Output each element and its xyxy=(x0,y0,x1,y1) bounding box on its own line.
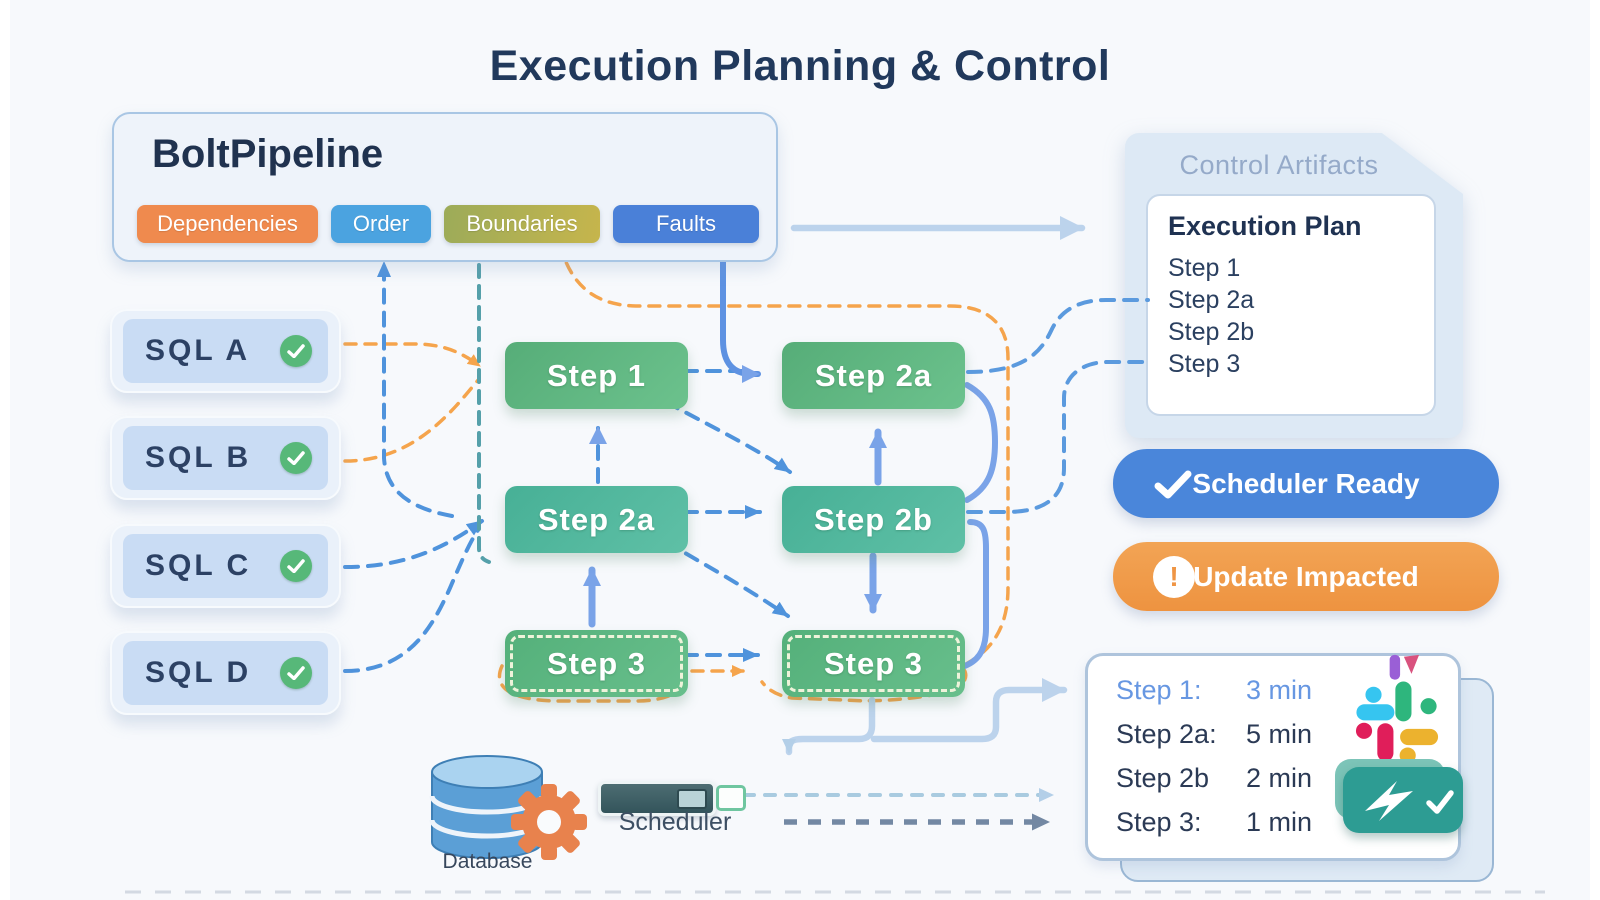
sql-card-a: SQL A xyxy=(110,309,341,393)
arrow-step2a-diag-step3 xyxy=(664,540,790,618)
arrow-sqla-to-step1 xyxy=(343,342,482,368)
scheduler-label: Scheduler xyxy=(618,808,732,836)
sql-b-label: SQL B xyxy=(145,441,252,474)
timing-row-step1: Step 1: 3 min xyxy=(1116,668,1312,712)
check-icon xyxy=(280,657,312,689)
tag-dependencies[interactable]: Dependencies xyxy=(137,205,318,243)
plan-item-step1: Step 1 xyxy=(1168,254,1241,282)
flow-step3-down-left xyxy=(782,696,876,756)
arrow-sqlb-join xyxy=(343,377,481,463)
database-label: Database xyxy=(442,850,533,873)
sql-card-d: SQL D xyxy=(110,631,341,715)
arrow-sqlc-to-step2a xyxy=(343,519,484,569)
tag-order[interactable]: Order xyxy=(331,205,431,243)
plan-item-step2b: Step 2b xyxy=(1168,318,1255,346)
check-icon xyxy=(280,550,312,582)
step-node-2a-mid: Step 2a xyxy=(505,486,688,553)
sql-card-c-inner: SQL C xyxy=(123,534,328,598)
arrow-sqld-join xyxy=(343,528,480,673)
right-edge-strip xyxy=(1590,0,1600,900)
arrow-faults-to-step2a xyxy=(720,241,761,383)
execution-plan-title: Execution Plan xyxy=(1168,211,1362,241)
timing-duration: 2 min xyxy=(1246,762,1313,793)
sql-card-d-inner: SQL D xyxy=(123,641,328,705)
arrow-boundaries-down xyxy=(477,242,491,564)
step-node-3-right: Step 3 xyxy=(782,630,965,697)
sql-c-label: SQL C xyxy=(145,549,252,582)
step-node-3-left: Step 3 xyxy=(505,630,688,697)
plan-item-step3: Step 3 xyxy=(1168,350,1241,378)
arrow-up-to-order-tag xyxy=(377,260,454,518)
boltpipeline-title: BoltPipeline xyxy=(152,132,384,176)
database-icon xyxy=(429,755,545,859)
timing-duration: 5 min xyxy=(1246,718,1313,749)
exclamation-icon: ! xyxy=(1153,555,1195,598)
timing-step-label: Step 1: xyxy=(1116,674,1202,705)
flow-step3-to-timing xyxy=(870,678,1068,743)
automation-check-badge-icon xyxy=(1335,759,1463,833)
timing-step-label: Step 2a: xyxy=(1116,718,1217,749)
left-edge-strip xyxy=(0,0,10,900)
sql-card-b: SQL B xyxy=(110,416,341,500)
arrow-step1-diag-step2b xyxy=(664,400,792,474)
sql-card-b-inner: SQL B xyxy=(123,426,328,490)
step-node-2b: Step 2b xyxy=(782,486,965,553)
scheduler-ready-label: Scheduler Ready xyxy=(1192,467,1420,499)
check-icon xyxy=(280,442,312,474)
loop-step2a-step2b-right xyxy=(964,382,999,503)
update-impacted-label: Update Impacted xyxy=(1193,560,1419,592)
scheduler-outlet-icon xyxy=(716,785,746,811)
timing-row-step3: Step 3: 1 min xyxy=(1116,800,1312,844)
control-artifacts-panel: Control Artifacts Execution Plan Step 1 … xyxy=(1125,133,1463,438)
plan-item-step2a: Step 2a xyxy=(1168,286,1255,314)
scheduler-bar-indicator xyxy=(677,789,707,809)
timing-duration: 1 min xyxy=(1246,806,1313,837)
page-title: Execution Planning & Control xyxy=(489,42,1111,90)
sql-d-label: SQL D xyxy=(145,656,252,689)
execution-plan-card: Execution Plan Step 1 Step 2a Step 2b St… xyxy=(1146,194,1436,416)
check-icon xyxy=(280,335,312,367)
update-impacted-button[interactable]: ! Update Impacted xyxy=(1113,542,1499,611)
check-icon xyxy=(1153,469,1193,499)
step-node-2a-top: Step 2a xyxy=(782,342,965,409)
badge-front-layer xyxy=(1343,767,1463,833)
boltpipeline-panel: BoltPipeline Dependencies Order Boundari… xyxy=(112,112,778,262)
loop-step2b-down-step3 xyxy=(959,519,989,670)
step-node-1: Step 1 xyxy=(505,342,688,409)
gear-icon xyxy=(511,784,587,860)
arrow-step2a-to-plan xyxy=(966,298,1150,374)
scheduler-ready-button[interactable]: Scheduler Ready xyxy=(1113,449,1499,518)
scheduler-bar xyxy=(598,781,716,816)
sql-a-label: SQL A xyxy=(145,334,251,367)
timing-step-label: Step 3: xyxy=(1116,806,1202,837)
control-artifacts-title: Control Artifacts xyxy=(1179,150,1379,180)
arrow-boundaries-loop xyxy=(558,242,1010,666)
slack-icon xyxy=(1345,653,1440,770)
timing-row-step2a: Step 2a: 5 min xyxy=(1116,712,1312,756)
timing-duration: 3 min xyxy=(1246,674,1313,705)
solid-blue-arrows xyxy=(583,241,999,670)
timing-row-step2b: Step 2b 2 min xyxy=(1116,756,1312,800)
timing-step-label: Step 2b xyxy=(1116,762,1210,793)
tag-boundaries[interactable]: Boundaries xyxy=(444,205,600,243)
blue-dashed-arrows xyxy=(343,260,792,673)
sql-card-a-inner: SQL A xyxy=(123,319,328,383)
tag-faults[interactable]: Faults xyxy=(613,205,759,243)
sql-card-c: SQL C xyxy=(110,524,341,608)
timing-rows: Step 1: 3 min Step 2a: 5 min Step 2b 2 m… xyxy=(1116,668,1312,844)
pipeline-tags: Dependencies Order Boundaries Faults xyxy=(137,205,759,243)
